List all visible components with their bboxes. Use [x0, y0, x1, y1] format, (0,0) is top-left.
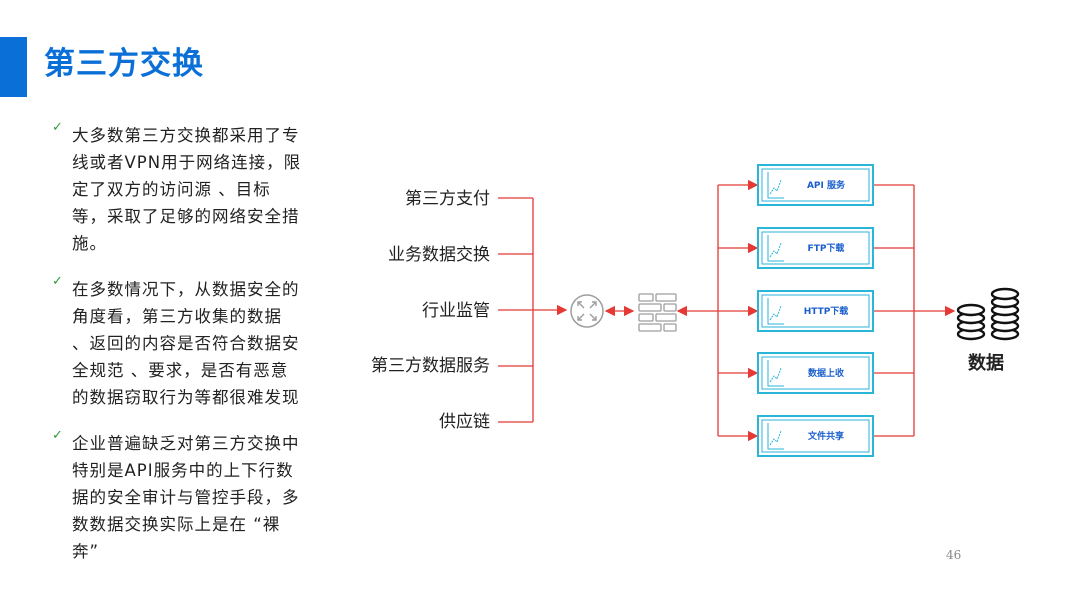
chart-icon [767, 172, 784, 199]
chart-icon [767, 298, 784, 325]
service-connectors [676, 179, 759, 442]
source-label-business-exchange: 业务数据交换 [388, 245, 490, 265]
service-card-upload: 数据上收 [757, 352, 874, 394]
service-card-file-share: 文件共享 [757, 415, 874, 457]
service-card-api: API 服务 [757, 164, 874, 206]
source-label-data-service: 第三方数据服务 [371, 356, 490, 376]
database-icon [956, 287, 1020, 341]
source-label-payment: 第三方支付 [405, 189, 490, 209]
bullet-item: ✓ 企业普遍缺乏对第三方交换中特别是API服务中的上下行数据的安全审计与管控手段… [52, 428, 302, 565]
chart-icon [767, 360, 784, 387]
service-card-http: HTTP下载 [757, 290, 874, 332]
title-accent-bar [0, 37, 27, 97]
data-label: 数据 [968, 353, 1004, 374]
bullet-item: ✓ 在多数情况下，从数据安全的角度看，第三方收集的数据 、返回的内容是否符合数据… [52, 274, 302, 411]
bullet-list: ✓ 大多数第三方交换都采用了专线或者VPN用于网络连接，限定了双方的访问源 、目… [52, 120, 302, 584]
router-icon [570, 294, 604, 328]
check-icon: ✓ [52, 274, 63, 289]
service-card-ftp: FTP下载 [757, 227, 874, 269]
check-icon: ✓ [52, 120, 63, 135]
source-connectors [498, 197, 568, 423]
bullet-text: 在多数情况下，从数据安全的角度看，第三方收集的数据 、返回的内容是否符合数据安全… [72, 280, 300, 407]
bullet-text: 大多数第三方交换都采用了专线或者VPN用于网络连接，限定了双方的访问源 、目标等… [72, 126, 302, 253]
firewall-icon [638, 293, 677, 332]
service-label: API 服务 [807, 179, 846, 191]
check-icon: ✓ [52, 428, 63, 443]
service-label: 文件共享 [807, 430, 844, 442]
chart-icon [767, 423, 784, 450]
source-label-regulator: 行业监管 [422, 301, 490, 321]
source-label-supply-chain: 供应链 [439, 412, 490, 432]
page-number: 46 [946, 548, 962, 562]
bullet-text: 企业普遍缺乏对第三方交换中特别是API服务中的上下行数据的安全审计与管控手段，多… [72, 434, 300, 561]
bullet-item: ✓ 大多数第三方交换都采用了专线或者VPN用于网络连接，限定了双方的访问源 、目… [52, 120, 302, 257]
service-label: FTP下载 [808, 242, 845, 254]
data-connectors [873, 184, 956, 437]
chart-icon [767, 235, 784, 262]
page-title: 第三方交换 [44, 46, 204, 82]
service-label: 数据上收 [808, 367, 844, 379]
service-label: HTTP下载 [804, 305, 849, 317]
